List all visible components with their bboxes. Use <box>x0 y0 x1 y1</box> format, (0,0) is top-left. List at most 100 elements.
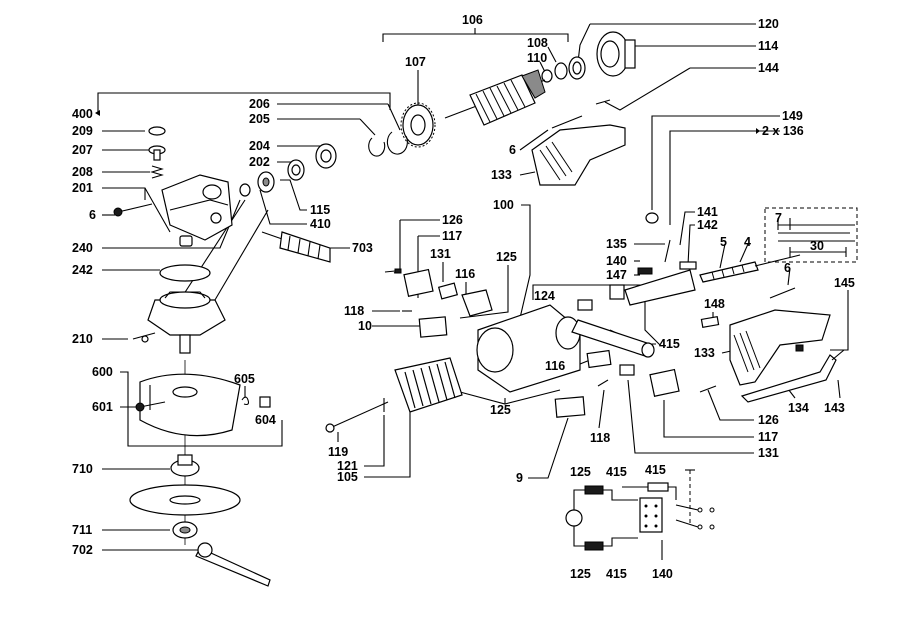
bearing-204 <box>315 143 337 169</box>
screw-118-lower <box>597 379 609 387</box>
callout-134: 134 <box>788 401 809 415</box>
screw-210 <box>132 332 156 343</box>
callout-7: 7 <box>775 211 782 225</box>
bearing-120 <box>568 56 586 80</box>
callout-114: 114 <box>758 39 778 53</box>
callout-131-lower: 131 <box>758 446 779 460</box>
armature-106 <box>444 69 546 126</box>
callout-5: 5 <box>720 235 727 249</box>
callout-140-schematic-bottom: 140 <box>652 567 673 581</box>
callout-2x136: 2 x 136 <box>762 124 804 138</box>
callout-242: 242 <box>72 263 93 277</box>
callout-703: 703 <box>352 241 373 255</box>
screw-6-right <box>769 287 796 299</box>
cable-strip-detail <box>764 207 858 263</box>
callout-4: 4 <box>744 235 751 249</box>
callout-141: 141 <box>697 205 718 219</box>
callout-711: 711 <box>72 523 92 537</box>
callout-415-schematic-top-a: 415 <box>606 465 627 479</box>
callout-208: 208 <box>72 165 93 179</box>
callout-142: 142 <box>697 218 718 232</box>
handle-half-133-upper <box>531 124 626 186</box>
callout-117-lower: 117 <box>758 430 778 444</box>
bracket-134 <box>740 354 837 403</box>
flange-710 <box>170 454 200 477</box>
callout-140-top: 140 <box>606 254 627 268</box>
screw-119 <box>325 401 389 433</box>
arrow-marker-400 <box>95 110 100 116</box>
callout-124: 124 <box>534 289 555 303</box>
callout-30: 30 <box>810 239 824 253</box>
callout-415-schematic-top-b: 415 <box>645 463 666 477</box>
nut-711 <box>172 521 198 539</box>
callout-605: 605 <box>234 372 255 386</box>
callout-115: 115 <box>310 203 330 217</box>
button-207 <box>148 145 166 161</box>
screw-141 <box>664 239 671 263</box>
callout-240: 240 <box>72 241 93 255</box>
plug-149 <box>645 212 659 224</box>
callout-410: 410 <box>310 217 331 231</box>
callout-10: 10 <box>358 319 372 333</box>
callout-116-lower: 116 <box>545 359 565 373</box>
callout-110: 110 <box>527 51 547 65</box>
callout-125-top: 125 <box>496 250 517 264</box>
cable-4 <box>754 254 801 267</box>
callout-205: 205 <box>249 112 270 126</box>
screws-top <box>551 99 611 129</box>
circlip-206 <box>386 131 408 155</box>
switch-rod-124 <box>571 299 655 358</box>
parts <box>113 31 858 587</box>
spanner-702 <box>195 542 271 587</box>
ring-209 <box>148 126 166 136</box>
washer-205 <box>368 137 386 157</box>
callout-116-top: 116 <box>455 267 475 281</box>
callout-6-top: 6 <box>509 143 516 157</box>
screw-6-left <box>113 203 153 217</box>
callout-143: 143 <box>824 401 845 415</box>
callout-6-right: 6 <box>784 261 791 275</box>
handle-half-133-lower <box>729 309 831 386</box>
gear-107 <box>400 102 436 148</box>
callout-labels: 106 120 108 110 114 107 144 400 206 205 … <box>72 13 855 581</box>
callout-201: 201 <box>72 181 93 195</box>
field-coil-105 <box>394 357 463 413</box>
callout-148: 148 <box>704 297 725 311</box>
callout-120: 120 <box>758 17 779 31</box>
spindle-assembly <box>147 291 226 354</box>
callout-133-top: 133 <box>491 168 512 182</box>
callout-600: 600 <box>92 365 113 379</box>
callout-145: 145 <box>834 276 855 290</box>
screw-143 <box>831 349 845 361</box>
plug-240 <box>179 235 193 247</box>
callout-9: 9 <box>516 471 523 485</box>
brush-holder-group-top <box>384 268 493 317</box>
side-handle-703 <box>261 231 331 263</box>
callout-710: 710 <box>72 462 93 476</box>
callout-147: 147 <box>606 268 627 282</box>
callout-207: 207 <box>72 143 93 157</box>
callout-400: 400 <box>72 107 93 121</box>
callout-604: 604 <box>255 413 276 427</box>
nut-410 <box>239 183 251 197</box>
screw-126-lower <box>699 385 717 393</box>
callout-126-lower: 126 <box>758 413 779 427</box>
knob-604 <box>259 396 271 408</box>
callout-118-lower: 118 <box>590 431 610 445</box>
bearing-202 <box>287 159 305 181</box>
callout-133-lower: 133 <box>694 346 715 360</box>
callout-601: 601 <box>92 400 113 414</box>
callout-118-top: 118 <box>344 304 364 318</box>
callout-209: 209 <box>72 124 93 138</box>
motor-housing-100 <box>476 304 581 393</box>
part-148 <box>700 315 720 329</box>
spring-208 <box>150 165 164 179</box>
callout-415-schematic-bottom: 415 <box>606 567 627 581</box>
callout-144: 144 <box>758 61 779 75</box>
label-9 <box>554 396 586 418</box>
gear-case-201 <box>161 174 233 241</box>
callout-6-left: 6 <box>89 208 96 222</box>
pinion-115 <box>257 171 275 193</box>
